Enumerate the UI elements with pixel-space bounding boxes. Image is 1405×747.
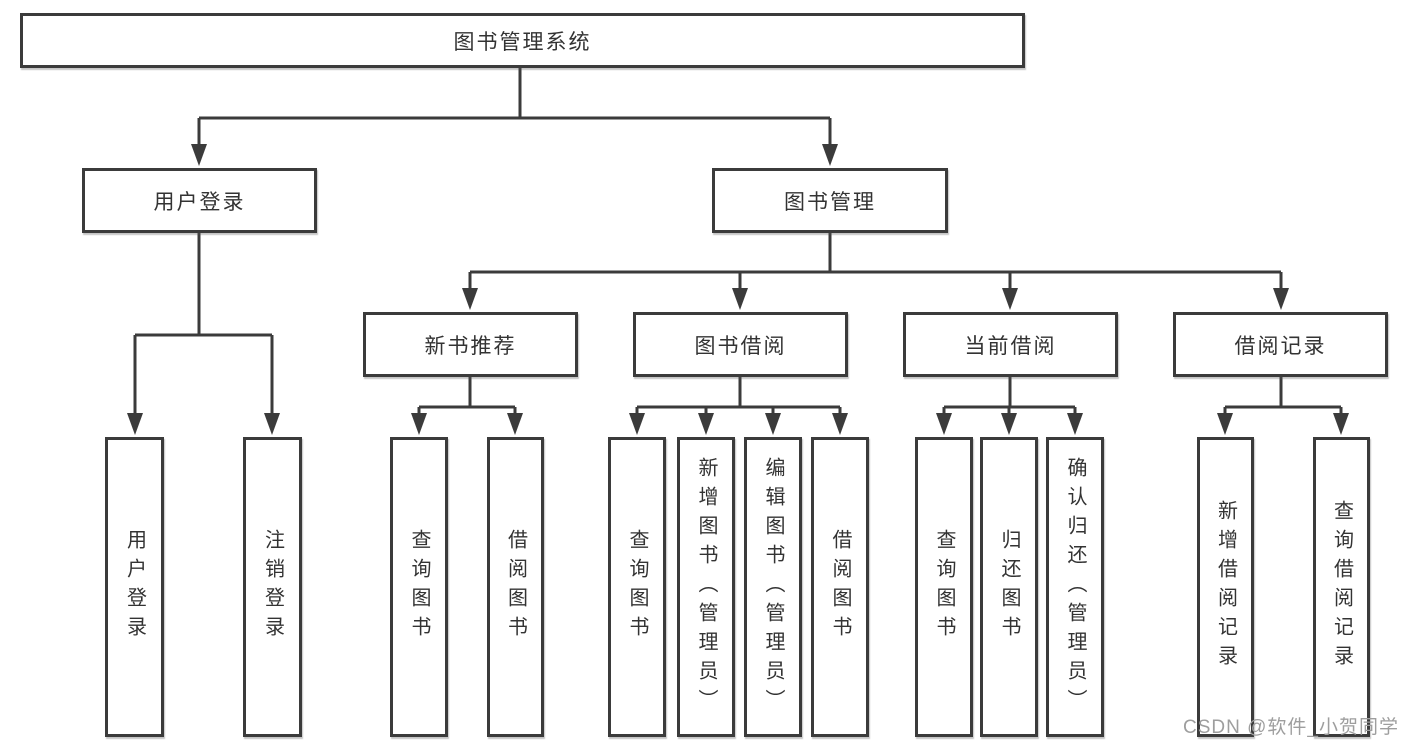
node-label: 借阅图书 (829, 529, 851, 645)
leaf-query-books-2: 查询图书 (608, 437, 666, 737)
node-label: 图书管理 (784, 190, 876, 214)
leaf-return-books: 归还图书 (980, 437, 1038, 737)
node-borrow-records: 借阅记录 (1173, 312, 1388, 377)
node-label: 用户登录 (153, 190, 246, 214)
node-label: 查询图书 (626, 529, 648, 645)
node-user-login: 用户登录 (82, 168, 317, 233)
node-label: 归还图书 (998, 529, 1020, 645)
node-label: 图书借阅 (694, 334, 787, 358)
leaf-logout: 注销登录 (243, 437, 302, 737)
node-label: 确认归还（管理员） (1064, 456, 1086, 718)
node-label: 新增借阅记录 (1214, 500, 1237, 674)
node-label: 图书管理系统 (453, 30, 592, 54)
leaf-add-borrow-record: 新增借阅记录 (1197, 437, 1254, 737)
node-label: 编辑图书（管理员） (762, 456, 784, 718)
node-library-system: 图书管理系统 (20, 13, 1025, 68)
arrowheads (127, 144, 1349, 435)
node-current-borrow: 当前借阅 (903, 312, 1118, 377)
node-label: 注销登录 (261, 529, 284, 645)
node-label: 新书推荐 (424, 334, 517, 358)
node-label: 新增图书（管理员） (695, 456, 717, 718)
leaf-query-books-3: 查询图书 (915, 437, 973, 737)
node-label: 借阅图书 (504, 529, 527, 645)
node-label: 查询图书 (933, 529, 955, 645)
node-label: 当前借阅 (964, 334, 1057, 358)
leaf-user-login: 用户登录 (105, 437, 164, 737)
leaf-borrow-books-1: 借阅图书 (487, 437, 544, 737)
leaf-add-books-admin: 新增图书（管理员） (677, 437, 735, 737)
node-label: 用户登录 (123, 529, 146, 645)
node-label: 借阅记录 (1234, 334, 1327, 358)
node-book-borrow: 图书借阅 (633, 312, 848, 377)
node-label: 查询借阅记录 (1330, 500, 1353, 674)
leaf-query-borrow-record: 查询借阅记录 (1313, 437, 1370, 737)
leaf-borrow-books-2: 借阅图书 (811, 437, 869, 737)
leaf-edit-books-admin: 编辑图书（管理员） (744, 437, 802, 737)
node-new-book-recommend: 新书推荐 (363, 312, 578, 377)
leaf-confirm-return-admin: 确认归还（管理员） (1046, 437, 1104, 737)
leaf-query-books-1: 查询图书 (390, 437, 448, 737)
csdn-watermark: CSDN @软件_小贺同学 (1183, 717, 1399, 738)
node-label: 查询图书 (408, 529, 430, 645)
node-book-management: 图书管理 (712, 168, 948, 233)
